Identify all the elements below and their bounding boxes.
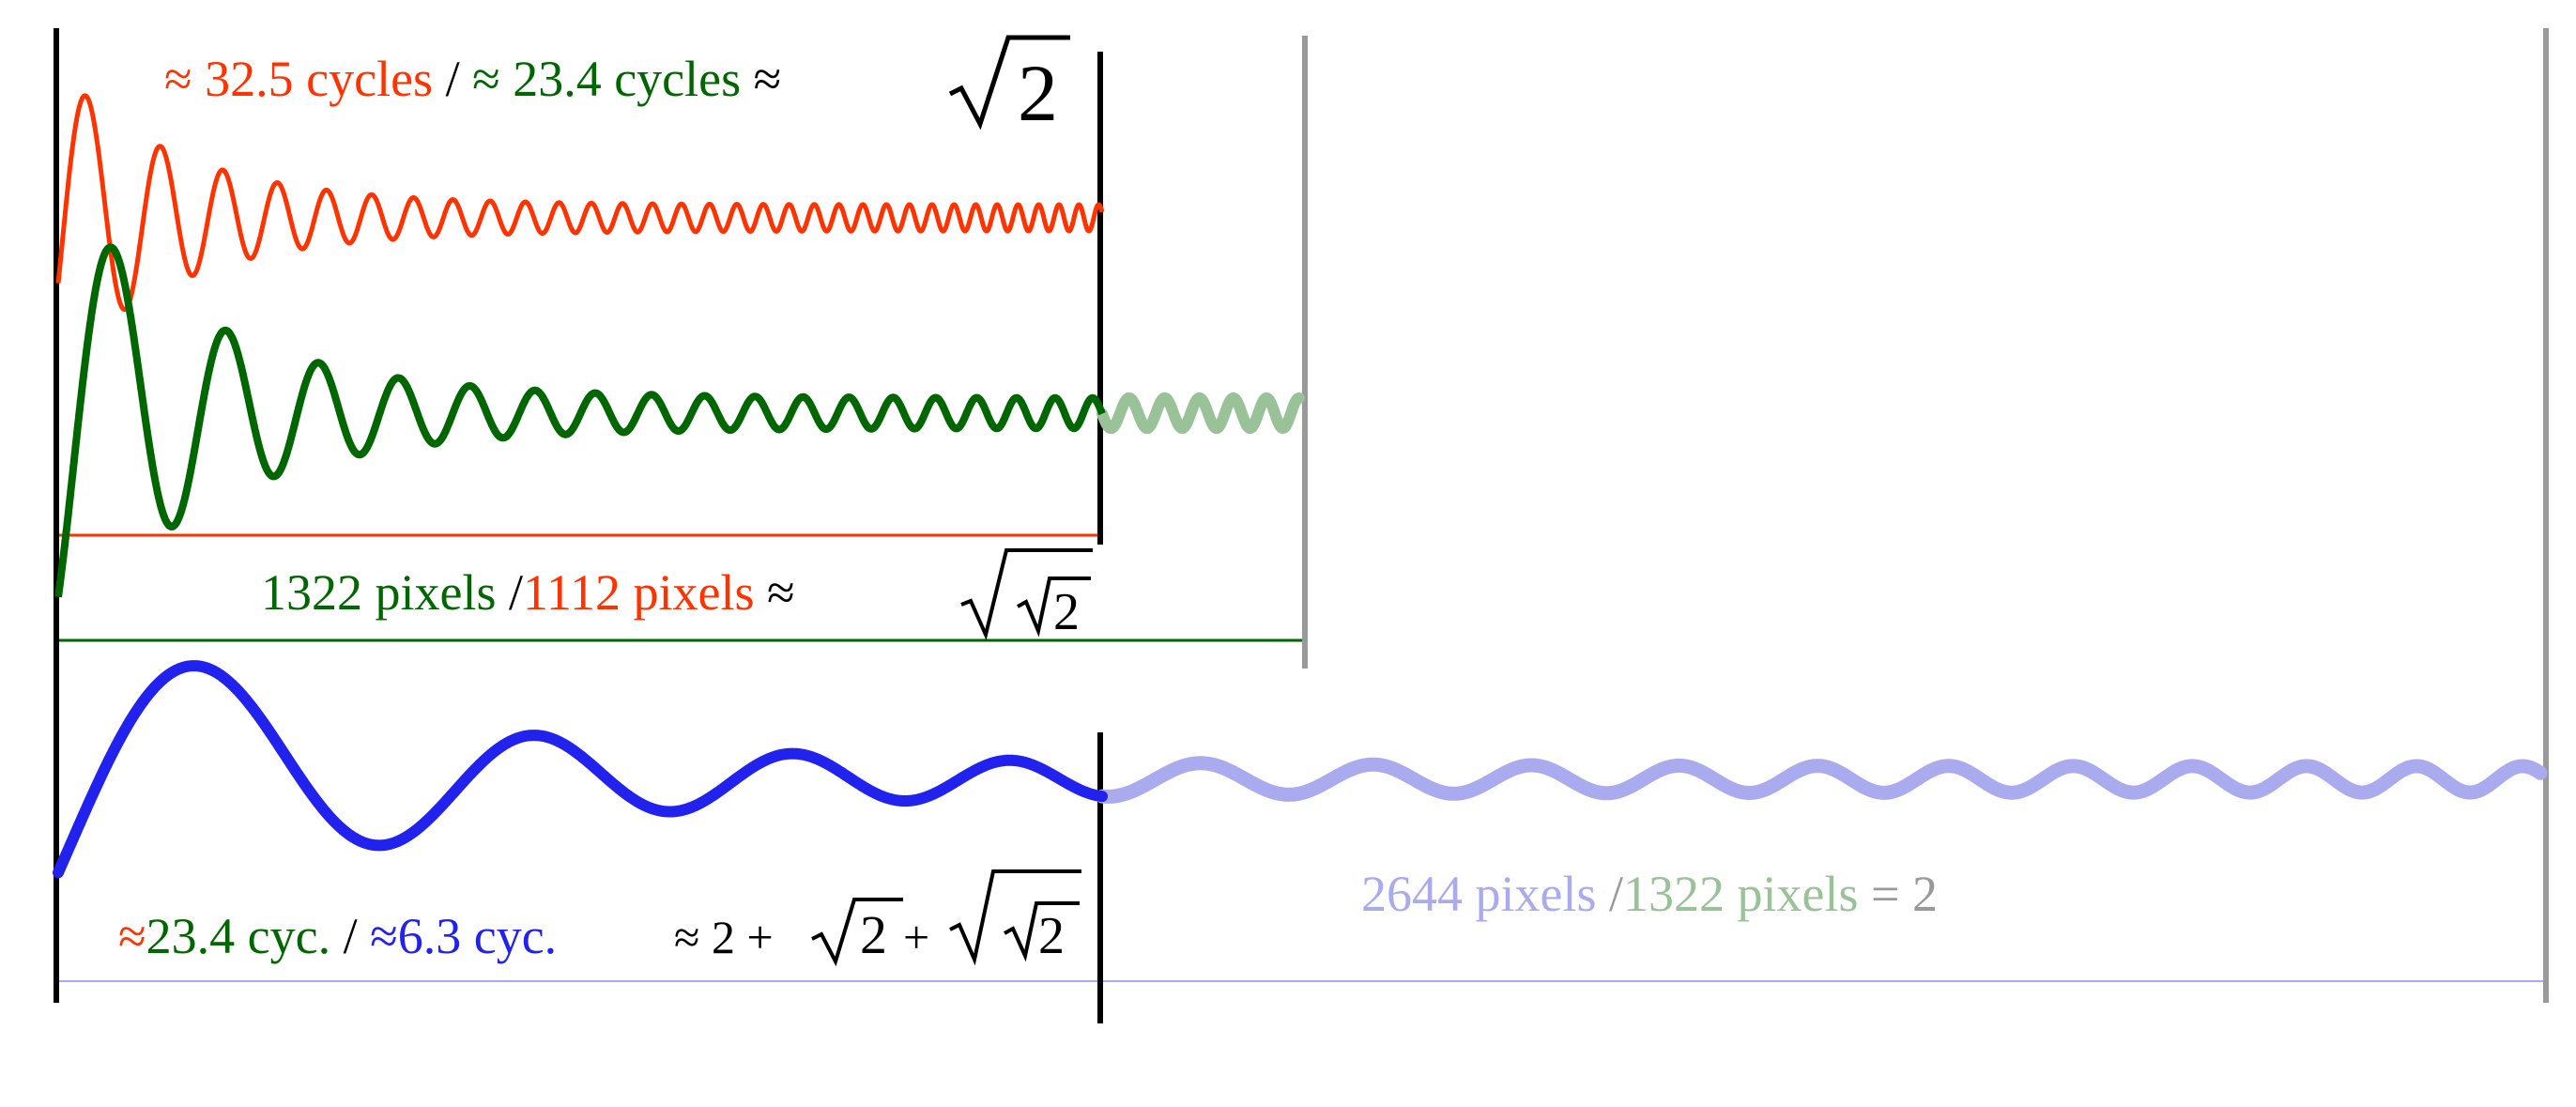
blue-wave-extension bbox=[1095, 756, 2548, 804]
middle-ratio-label: 1322 pixels /1112 pixels ≈ bbox=[261, 564, 795, 621]
middle-radicand: 2 bbox=[1053, 583, 1080, 641]
bottom-right-result: = 2 bbox=[1859, 866, 1938, 922]
bottom-slash: / bbox=[330, 908, 370, 964]
bottom-radicand-1: 2 bbox=[860, 904, 887, 965]
bottom-right-ratio-label: 2644 pixels /1322 pixels = 2 bbox=[1361, 866, 1938, 922]
top-green-cycles: ≈ 23.4 cycles bbox=[472, 51, 741, 107]
middle-approx: ≈ bbox=[755, 564, 795, 621]
inner-radical-sign bbox=[1017, 577, 1091, 638]
blue-wave bbox=[53, 660, 1108, 879]
formula-plus: + bbox=[903, 911, 929, 963]
sqrt-2-top: 2 bbox=[948, 35, 1070, 138]
bottom-right-green-pixels: 1322 pixels bbox=[1623, 866, 1859, 922]
radical-sign bbox=[948, 35, 1070, 131]
formula-start: ≈ 2 + bbox=[674, 911, 774, 963]
top-radicand: 2 bbox=[1018, 48, 1058, 138]
bottom-radicand-2: 2 bbox=[1038, 907, 1065, 965]
top-approx: ≈ bbox=[741, 51, 781, 107]
green-wave-extension bbox=[1096, 392, 1305, 435]
top-slash: / bbox=[433, 51, 472, 107]
middle-red-pixels: 1112 pixels bbox=[523, 564, 754, 621]
middle-green-pixels: 1322 pixels bbox=[261, 564, 497, 621]
bottom-right-blue-pixels: 2644 pixels bbox=[1361, 866, 1597, 922]
bottom-right-slash: / bbox=[1597, 866, 1624, 922]
bottom-blue-cycles: ≈6.3 cyc. bbox=[370, 908, 557, 964]
green-wave bbox=[54, 243, 1106, 598]
middle-slash: / bbox=[497, 564, 524, 621]
outer-radical-sign bbox=[960, 548, 1093, 641]
bottom-green-cycles: 23.4 cyc. bbox=[146, 908, 330, 964]
top-red-cycles: ≈ 32.5 cycles bbox=[164, 51, 433, 107]
sqrt-sqrt-2-bottom: 2 bbox=[949, 869, 1081, 966]
top-ratio-label: ≈ 32.5 cycles / ≈ 23.4 cycles ≈ bbox=[164, 51, 781, 107]
bottom-left-ratio-label: ≈23.4 cyc. / ≈6.3 cyc. bbox=[118, 908, 557, 964]
inner-radical-sign bbox=[1004, 901, 1080, 962]
bottom-approx-red: ≈ bbox=[118, 908, 146, 964]
outer-radical-sign bbox=[949, 869, 1081, 966]
sqrt-sqrt-2-middle: 2 bbox=[960, 548, 1093, 641]
red-wave bbox=[55, 93, 1105, 313]
sqrt-2-bottom: 2 bbox=[811, 898, 903, 967]
radical-sign bbox=[811, 898, 903, 967]
